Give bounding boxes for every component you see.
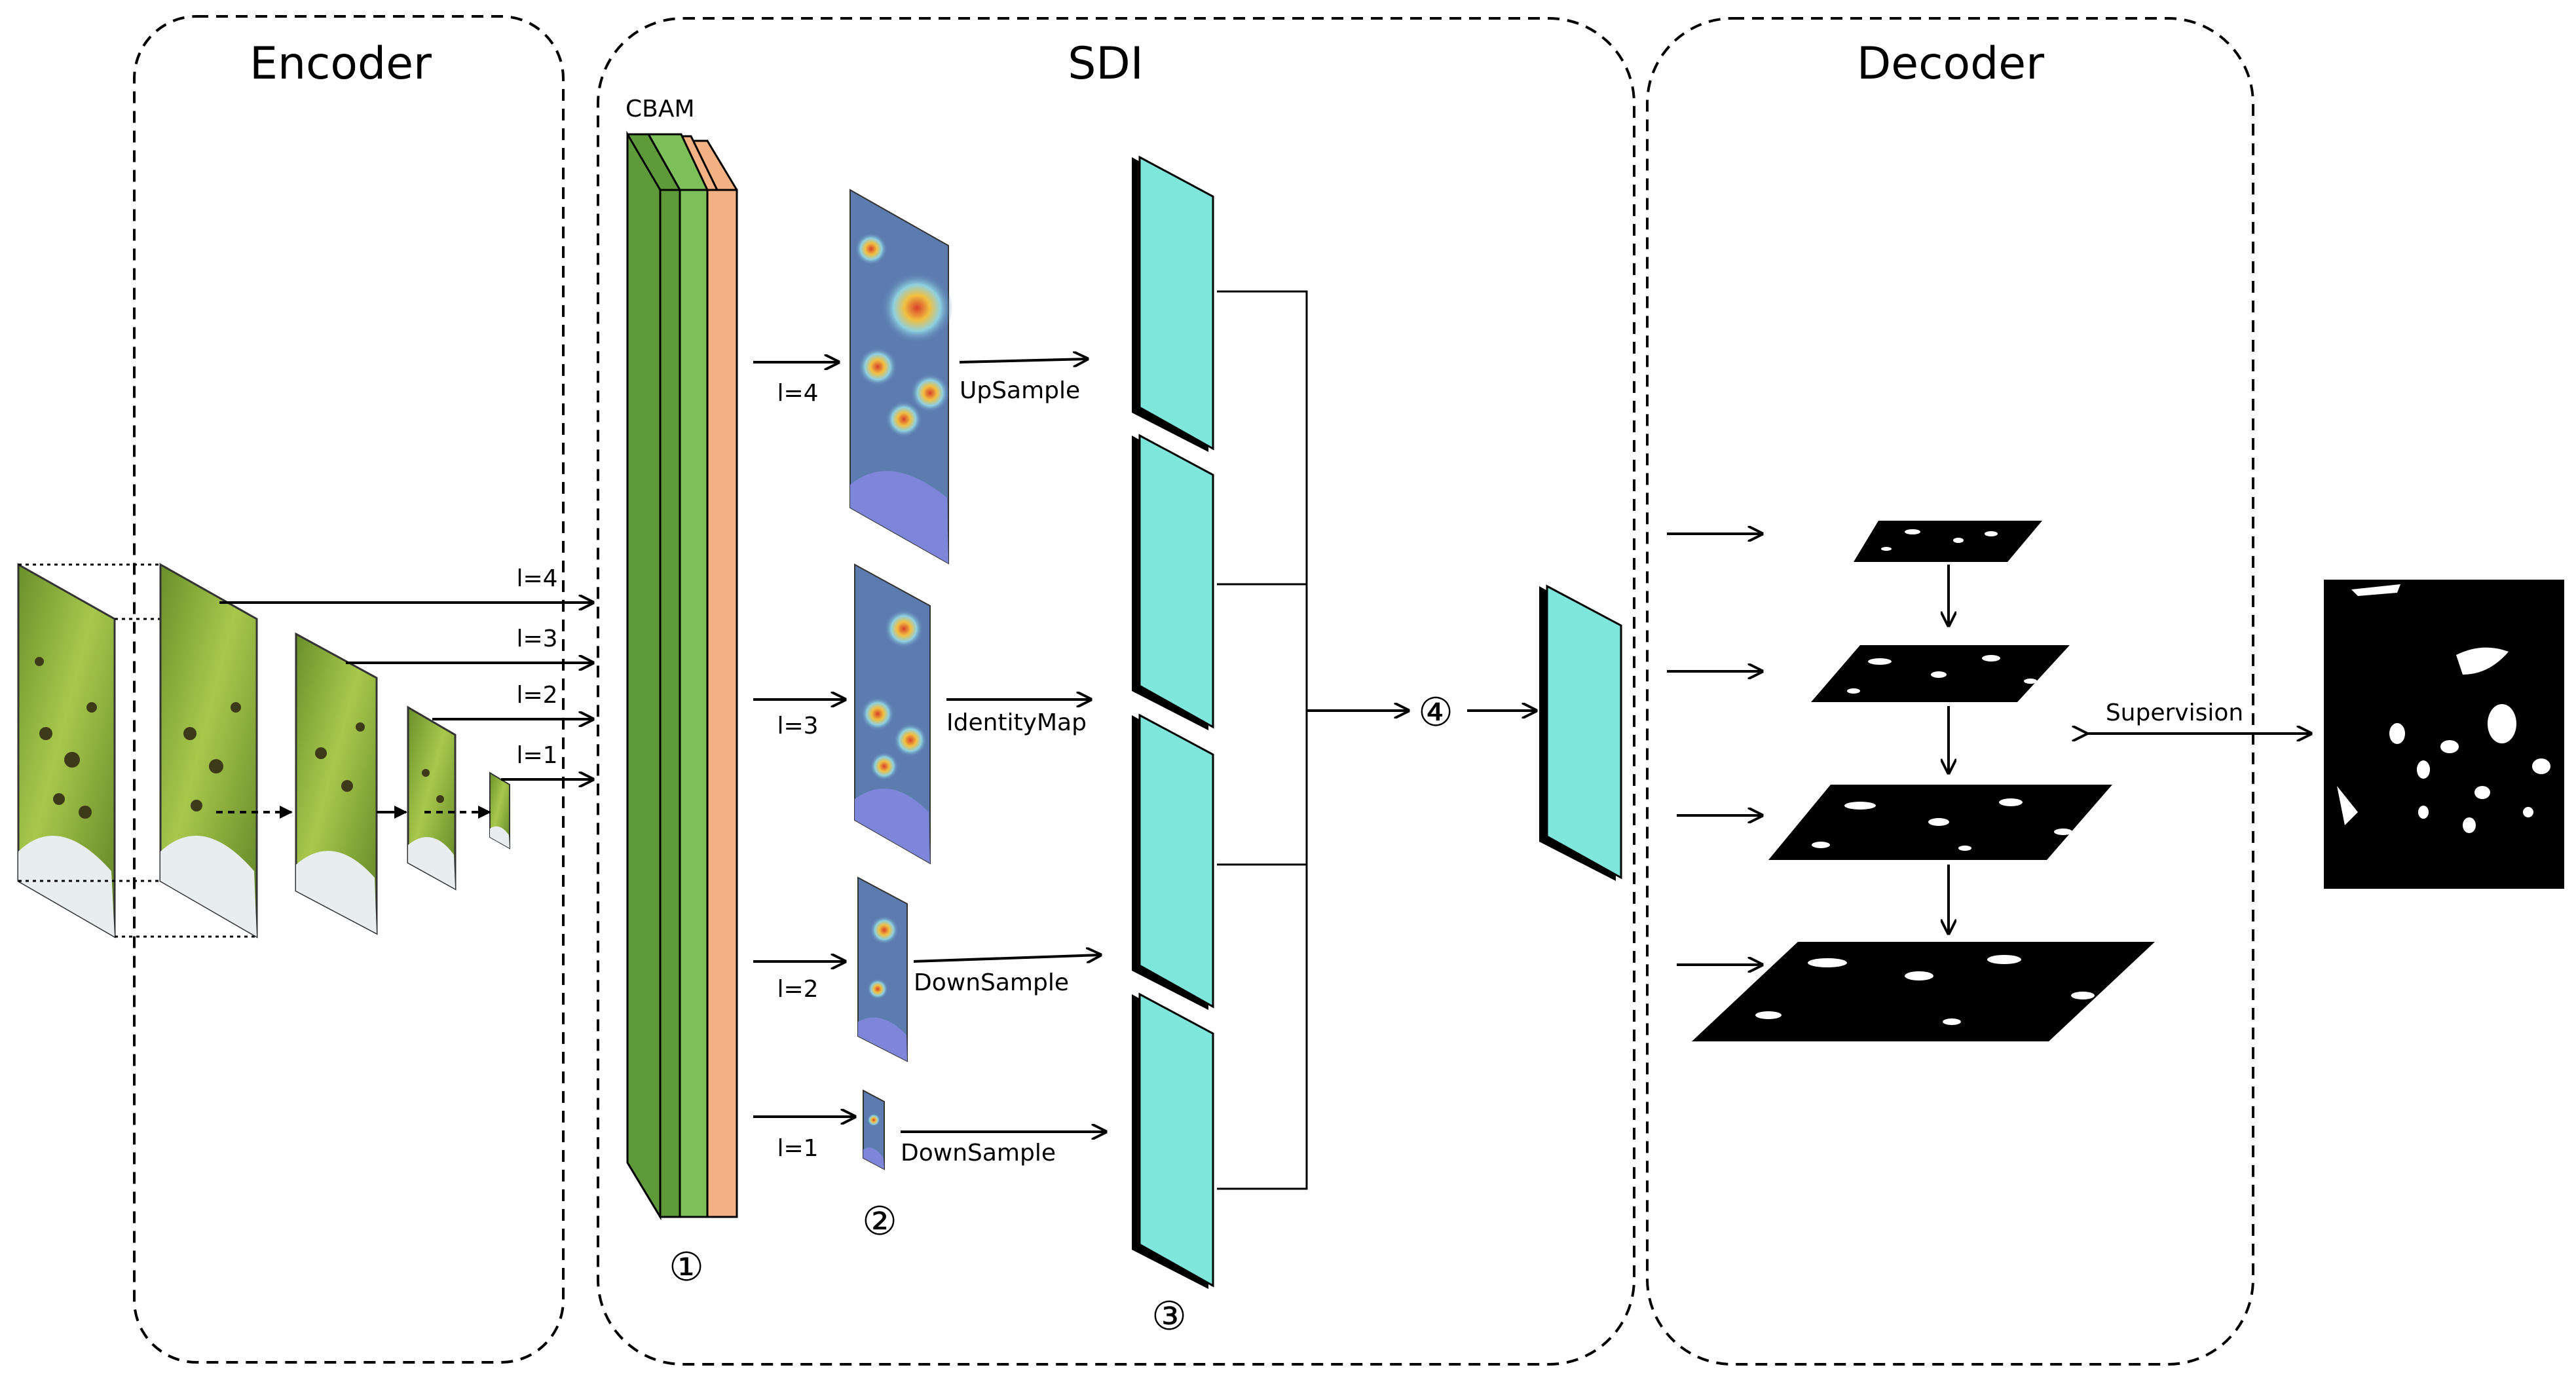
encoder-feature-map-1 (159, 563, 258, 939)
encoder-level-label-1: l=1 (516, 742, 557, 769)
aligned-feature-map-1 (1132, 155, 1214, 452)
op-label-downsample-l2: DownSample (914, 969, 1069, 996)
decoder-mask-layer-4 (1692, 942, 2155, 1041)
decoder-mask-layer-1 (1854, 521, 2042, 562)
decoder-mask-layer-2 (1811, 645, 2070, 702)
attention-map-l2 (857, 876, 908, 1062)
op-label-identitymap: IdentityMap (946, 709, 1087, 736)
op-label-downsample-l1: DownSample (901, 1140, 1056, 1166)
decoder-mask-layer-3 (1768, 785, 2112, 860)
aligned-feature-map-4 (1132, 992, 1214, 1289)
cbam-block: CBAM (625, 96, 738, 1221)
encoder-level-label-2: l=2 (516, 682, 557, 709)
decoder-input-arrows (1667, 534, 1762, 965)
resample-arrows (901, 359, 1106, 1132)
encoder-level-label-3: l=3 (516, 625, 557, 652)
encoder-level-label-4: l=4 (516, 565, 557, 592)
sdi-title: SDI (1068, 38, 1144, 90)
encoder-feature-map-3 (407, 705, 457, 891)
op-label-upsample: UpSample (960, 377, 1080, 404)
sdi-box (597, 17, 1635, 1366)
decoder-title: Decoder (1857, 38, 2044, 90)
encoder-box (133, 15, 565, 1364)
step-1-marker: ① (669, 1244, 704, 1290)
encoder-title: Encoder (250, 38, 432, 90)
aligned-feature-map-3 (1132, 713, 1214, 1010)
attention-map-l4 (849, 189, 953, 565)
fused-feature-map (1539, 584, 1622, 881)
encoder-to-cbam-arrows (219, 603, 593, 779)
cbam-to-attention-arrows (753, 362, 855, 1117)
step-4-marker: ④ (1418, 690, 1453, 736)
sdi-level-label-1: l=1 (777, 1135, 818, 1162)
step-3-marker: ③ (1151, 1294, 1187, 1339)
attention-map-l1 (863, 1089, 885, 1170)
sdi-level-label-4: l=4 (777, 380, 818, 407)
decoder-box (1646, 17, 2254, 1366)
encoder-feature-map-2 (295, 632, 378, 935)
cbam-label: CBAM (625, 96, 695, 122)
supervision-label: Supervision (2106, 699, 2243, 726)
ground-truth-mask (2324, 580, 2564, 889)
step-2-marker: ② (862, 1199, 897, 1244)
merge-bracket (1217, 290, 1408, 1190)
sdi-level-label-2: l=2 (777, 976, 818, 1003)
input-leaf-image (17, 563, 116, 939)
attention-map-l3 (854, 563, 931, 865)
sdi-level-label-3: l=3 (777, 713, 818, 739)
encoder-feature-map-4 (489, 772, 510, 849)
aligned-feature-map-2 (1132, 434, 1214, 730)
